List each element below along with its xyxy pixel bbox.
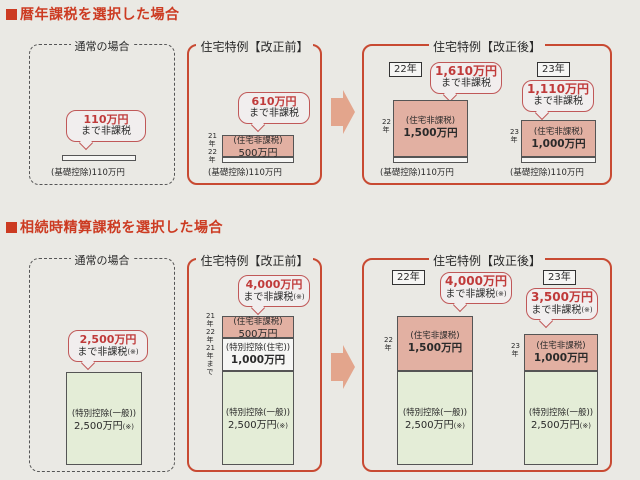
s2-before-year-b: 22年: [206, 328, 215, 344]
s2-after-y23-general-box: (特別控除(一般)) 2,500万円(※): [524, 371, 598, 465]
s1-after-title: 住宅特例【改正後】: [428, 40, 545, 54]
section2-title: 相続時精算課税を選択した場合: [6, 217, 223, 237]
s2-after-title: 住宅特例【改正後】: [428, 254, 545, 268]
s1-after-y22-basic-bar: [393, 157, 468, 163]
s2-normal-title: 通常の場合: [70, 254, 134, 267]
s2-after-y22-general-box: (特別控除(一般)) 2,500万円(※): [397, 371, 473, 465]
s1-normal-panel: 通常の場合: [29, 40, 175, 185]
s1-after-y23-deduction: (基礎控除)110万円: [510, 168, 584, 178]
s1-before-deduction: (基礎控除)110万円: [208, 168, 282, 178]
s1-after-y23-basic-bar: [521, 157, 596, 163]
s1-after-y22-badge: 22年: [389, 62, 422, 77]
s1-before-callout: 610万円 まで非課税: [238, 92, 310, 124]
s1-after-y22-deduction: (基礎控除)110万円: [380, 168, 454, 178]
s2-before-year-c: 21年まで: [206, 344, 215, 376]
s1-after-y22-callout: 1,610万円 まで非課税: [430, 62, 502, 94]
section1-title: 暦年課税を選択した場合: [6, 4, 180, 24]
s1-before-year-b: 22年: [208, 148, 217, 164]
s1-normal-title: 通常の場合: [70, 40, 134, 53]
s2-normal-callout: 2,500万円 まで非課税(※): [68, 330, 148, 362]
s2-normal-general-box: (特別控除(一般)) 2,500万円(※): [66, 372, 142, 465]
s2-before-housing-box: (住宅非課税) 500万円: [222, 316, 294, 340]
s1-before-panel: 住宅特例【改正前】: [187, 40, 322, 185]
s1-after-y22-housing-box: (住宅非課税) 1,500万円: [393, 100, 468, 157]
s1-after-panel: 住宅特例【改正後】: [362, 40, 612, 185]
s1-after-y22-side: 22年: [382, 118, 391, 134]
s1-after-y23-housing-box: (住宅非課税) 1,000万円: [521, 120, 596, 157]
s1-before-year-a: 21年: [208, 132, 217, 148]
s2-after-y22-badge: 22年: [392, 270, 425, 285]
s2-normal-panel: 通常の場合: [29, 254, 175, 472]
s2-before-housing-special-box: (特別控除(住宅)) 1,000万円: [222, 338, 294, 371]
s2-before-year-a: 21年: [206, 312, 215, 328]
s2-before-general-box: (特別控除(一般)) 2,500万円(※): [222, 371, 294, 465]
s2-before-callout: 4,000万円 まで非課税(※): [238, 275, 310, 307]
s1-after-y23-side: 23年: [510, 128, 519, 144]
red-square-icon: [6, 9, 17, 20]
s1-after-y23-callout: 1,110万円 まで非課税: [522, 80, 594, 112]
s1-before-basic-bar: [222, 157, 294, 163]
s2-before-title: 住宅特例【改正前】: [196, 254, 313, 268]
s2-after-panel: 住宅特例【改正後】: [362, 254, 612, 472]
s2-after-y23-callout: 3,500万円 まで非課税(※): [526, 288, 598, 320]
s1-before-title: 住宅特例【改正前】: [196, 40, 313, 54]
red-square-icon: [6, 222, 17, 233]
right-arrow-icon: [331, 345, 355, 389]
s1-normal-basic-bar: [62, 155, 136, 161]
s2-after-y23-badge: 23年: [543, 270, 576, 285]
s2-after-y23-housing-box: (住宅非課税) 1,000万円: [524, 334, 598, 371]
s1-normal-deduction: (基礎控除)110万円: [51, 168, 125, 178]
s1-after-y23-badge: 23年: [537, 62, 570, 77]
s2-before-panel: 住宅特例【改正前】: [187, 254, 322, 472]
s2-after-y22-side: 22年: [384, 336, 393, 352]
s2-after-y22-callout: 4,000万円 まで非課税(※): [440, 272, 512, 304]
right-arrow-icon: [331, 90, 355, 134]
s1-normal-callout: 110万円 まで非課税: [66, 110, 146, 142]
s2-after-y22-housing-box: (住宅非課税) 1,500万円: [397, 316, 473, 371]
s2-after-y23-side: 23年: [511, 342, 520, 358]
s1-before-housing-box: (住宅非課税) 500万円: [222, 135, 294, 159]
